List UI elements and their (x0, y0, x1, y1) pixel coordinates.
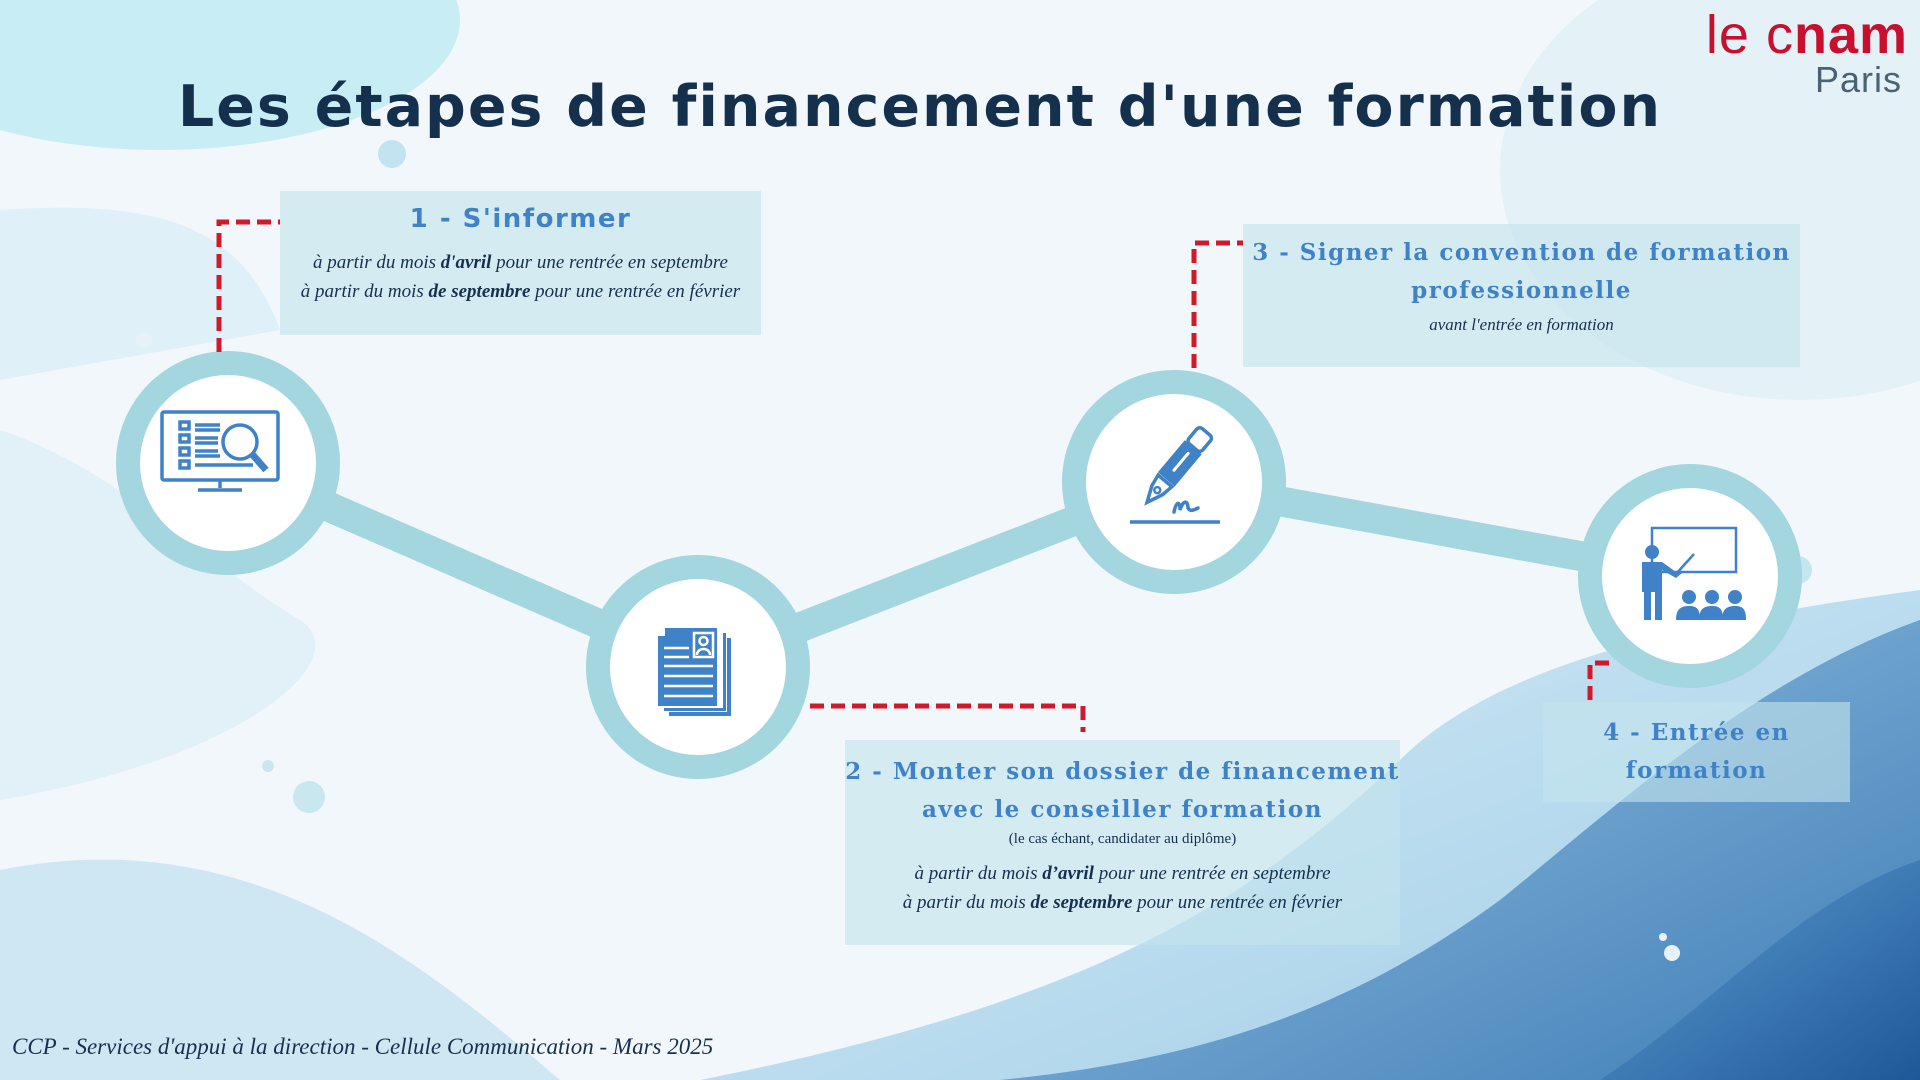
step-3-title-line-1: 3 - Signer la convention de formation (1252, 239, 1791, 266)
text: pour une rentrée en février (530, 281, 741, 302)
step-1-title: 1 - S'informer (409, 204, 632, 234)
text-bold: de septembre (428, 281, 531, 302)
page-title: Les étapes de financement d'une formatio… (177, 74, 1663, 140)
step-1-card: 1 - S'informer à partir du mois d'avril … (280, 191, 761, 335)
logo-wordmark: le cnam (1706, 8, 1908, 62)
step-2-title-line-1: 2 - Monter son dossier de financement (845, 758, 1400, 785)
text: à partir du mois (313, 252, 441, 273)
text: à partir du mois (914, 863, 1043, 884)
connector-step-2 (810, 703, 1086, 732)
footer-credit: CCP - Services d'appui à la direction - … (12, 1034, 714, 1059)
step-2-title-line-2: avec le conseiller formation (922, 796, 1323, 823)
text-bold: d'avril (440, 252, 492, 273)
logo-bold: nam (1793, 5, 1908, 65)
monitor-search-icon (160, 410, 280, 492)
step-2-note: (le cas échant, candidater au diplôme) (1008, 831, 1237, 847)
cnam-paris-logo: le cnam Paris (1706, 8, 1908, 98)
step-2-line-1: à partir du mois d’avril pour une rentré… (845, 859, 1400, 888)
connector-step-3 (1191, 240, 1243, 368)
step-2-line-2: à partir du mois de septembre pour une r… (845, 888, 1400, 917)
step-4-card: 4 - Entrée en formation (1543, 702, 1850, 802)
step-3-title-line-2: professionnelle (1411, 277, 1632, 304)
logo-city: Paris (1814, 59, 1902, 100)
text: à partir du mois (300, 281, 429, 302)
step-4-title-line-1: 4 - Entrée en (1603, 719, 1790, 746)
text: pour une rentrée en septembre (491, 252, 728, 273)
step-4-title-line-2: formation (1625, 757, 1768, 784)
text: pour une rentrée en septembre (1093, 863, 1331, 884)
text-bold: de septembre (1030, 892, 1133, 913)
text: à partir du mois (902, 892, 1031, 913)
documents-profile-icon (658, 628, 731, 716)
step-2-card: 2 - Monter son dossier de financement av… (845, 740, 1400, 945)
step-1-line-1: à partir du mois d'avril pour une rentré… (280, 248, 761, 277)
connector-step-4 (1587, 660, 1612, 700)
text-bold: d’avril (1042, 863, 1094, 884)
pen-signature-icon (1130, 425, 1220, 524)
connector-step-1 (216, 219, 280, 352)
step-3-card: 3 - Signer la convention de formation pr… (1243, 224, 1800, 367)
teacher-classroom-icon (1642, 526, 1746, 620)
step-1-line-2: à partir du mois de septembre pour une r… (280, 277, 761, 306)
step-3-subtitle: avant l'entrée en formation (1429, 315, 1614, 334)
logo-prefix: le c (1705, 5, 1794, 65)
text: pour une rentrée en février (1132, 892, 1343, 913)
